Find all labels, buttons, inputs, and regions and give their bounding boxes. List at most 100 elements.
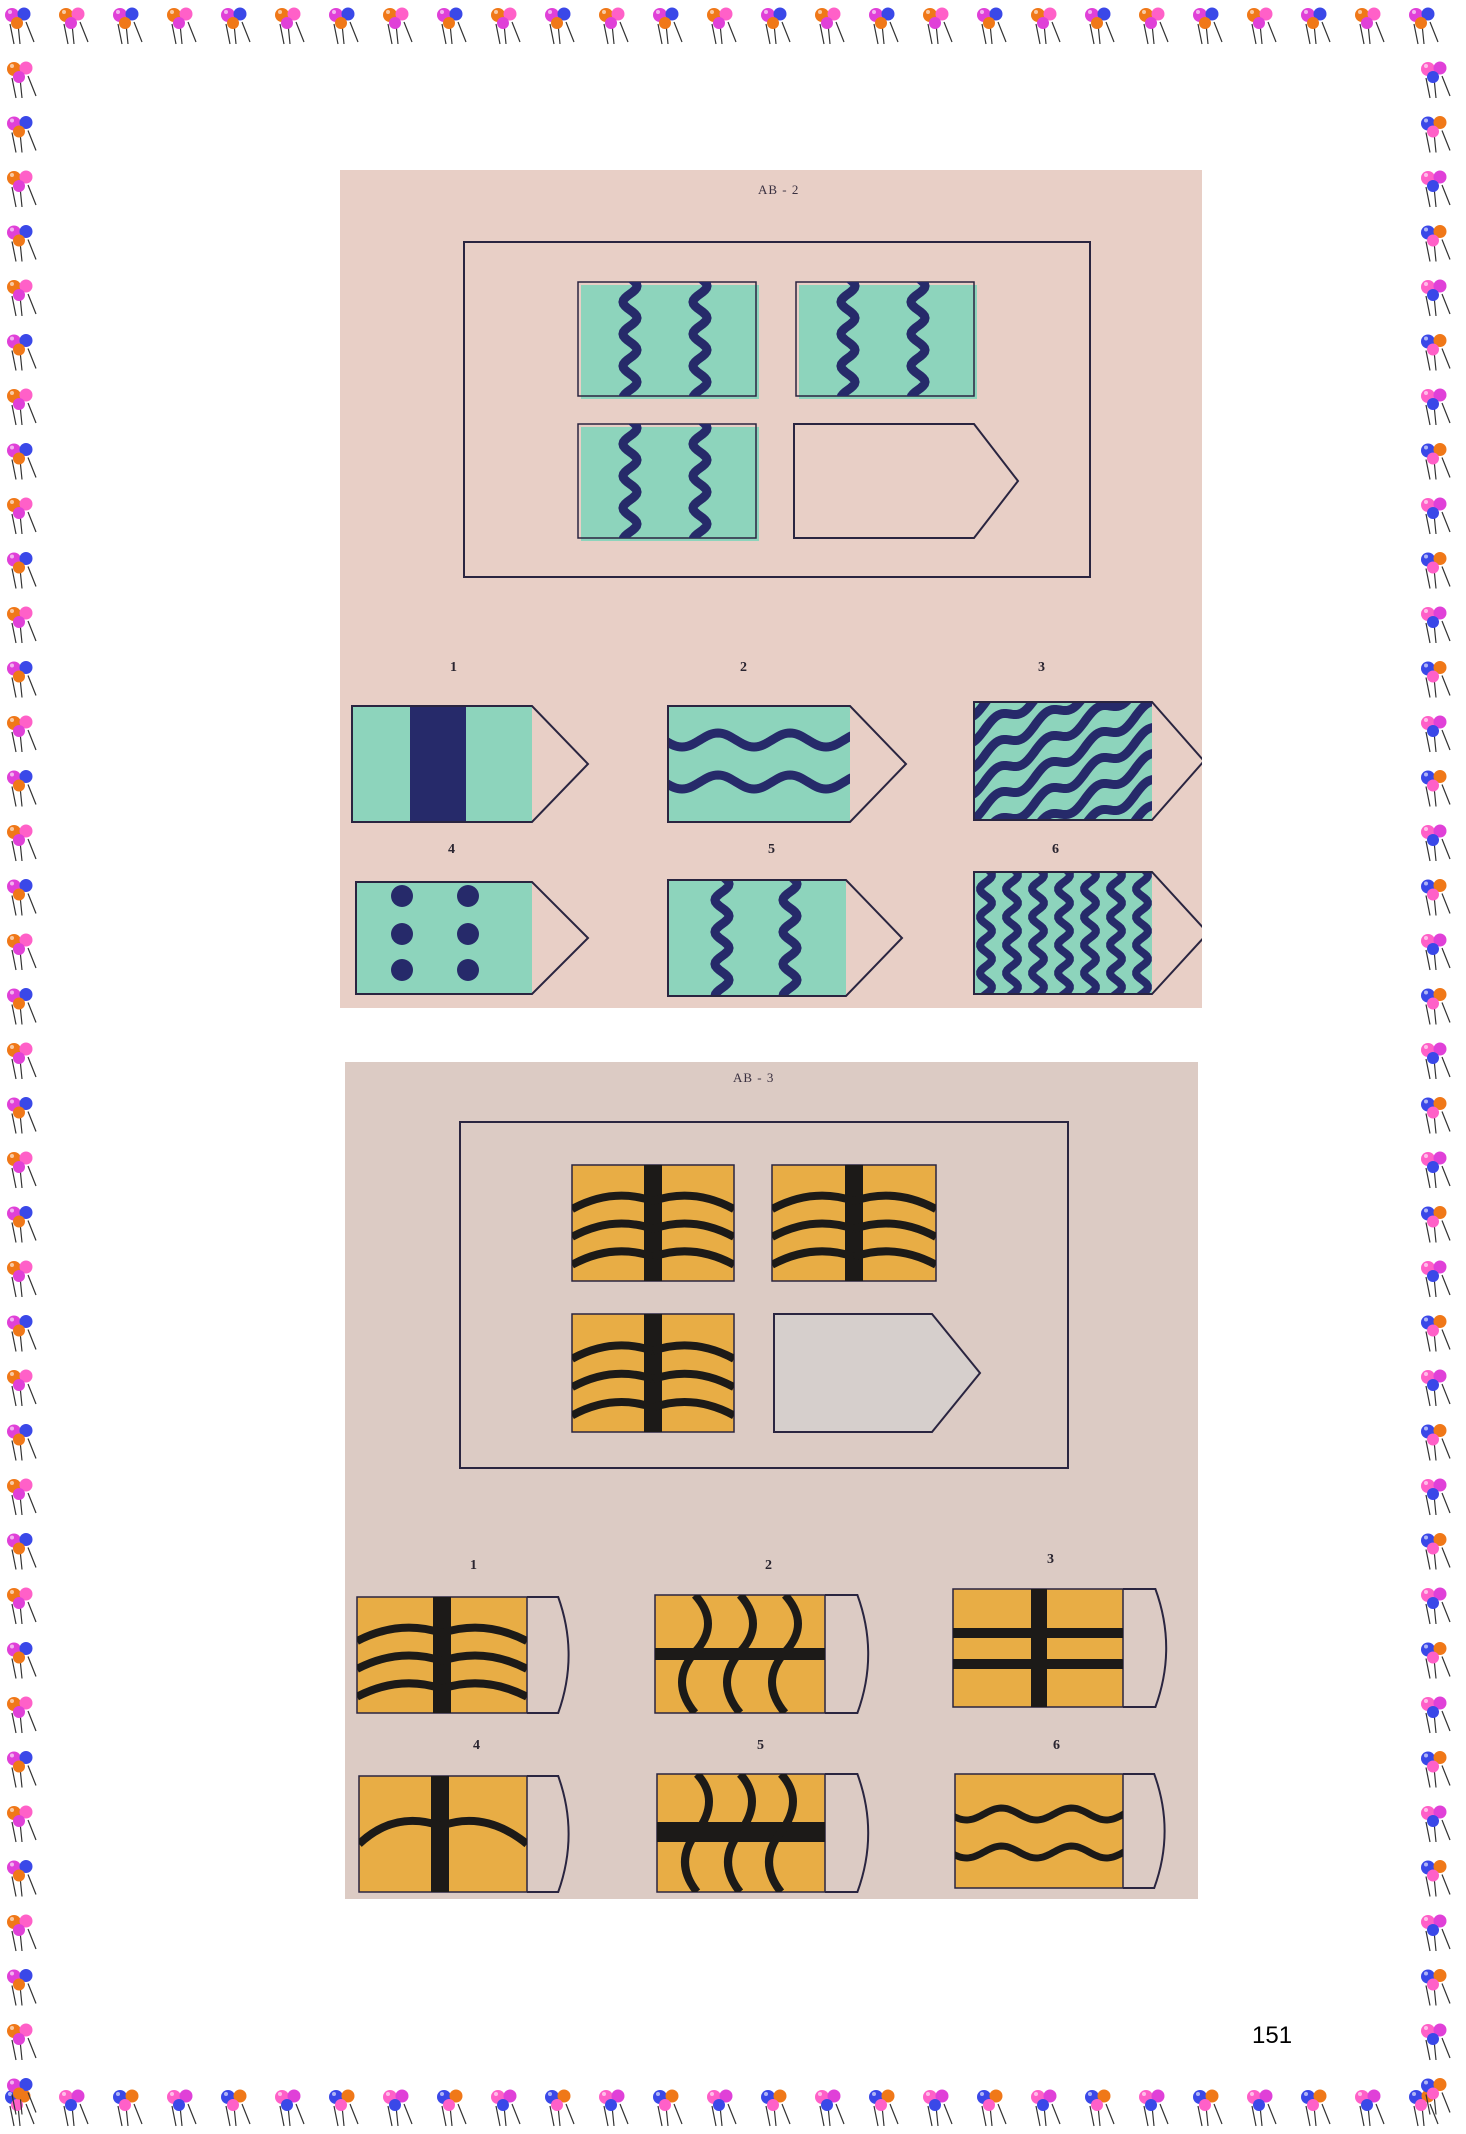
balloon-icon <box>1421 1588 1450 1625</box>
balloon-icon <box>1421 1751 1450 1788</box>
balloon-icon <box>545 8 574 45</box>
balloon-icon <box>869 2090 898 2127</box>
balloon-icon <box>7 879 36 916</box>
balloon-icon <box>1421 171 1450 208</box>
balloon-icon <box>1421 552 1450 589</box>
balloon-icon <box>1421 1370 1450 1407</box>
balloon-icon <box>1421 1642 1450 1679</box>
balloon-icon <box>7 1915 36 1952</box>
balloon-icon <box>1085 8 1114 45</box>
balloon-icon <box>1409 8 1438 45</box>
balloon-icon <box>1421 1097 1450 1134</box>
balloon-icon <box>7 334 36 371</box>
balloon-icon <box>7 934 36 971</box>
balloon-icon <box>275 2090 304 2127</box>
option-label-6: 6 <box>1053 1738 1060 1754</box>
balloon-icon <box>1421 1043 1450 1080</box>
balloon-icon <box>383 8 412 45</box>
balloon-icon <box>1139 8 1168 45</box>
balloon-icon <box>329 2090 358 2127</box>
option-label-5: 5 <box>757 1738 764 1754</box>
balloon-icon <box>1421 389 1450 426</box>
balloon-icon <box>1421 116 1450 153</box>
balloon-icon <box>7 988 36 1025</box>
balloon-icon <box>1421 607 1450 644</box>
balloon-icon <box>7 62 36 99</box>
balloon-icon <box>1421 498 1450 535</box>
balloon-icon <box>7 1588 36 1625</box>
balloon-icon <box>707 2090 736 2127</box>
balloon-icon <box>7 280 36 317</box>
balloon-icon <box>599 8 628 45</box>
option-label-2: 2 <box>740 660 747 676</box>
balloon-icon <box>1421 1479 1450 1516</box>
balloon-icon <box>1421 1697 1450 1734</box>
balloon-icon <box>1355 2090 1384 2127</box>
balloon-icon <box>1421 2024 1450 2061</box>
balloon-icon <box>59 2090 88 2127</box>
option-label-3: 3 <box>1047 1552 1054 1568</box>
balloon-icon <box>707 8 736 45</box>
balloon-icon <box>1031 8 1060 45</box>
balloon-icon <box>1421 280 1450 317</box>
option-label-3: 3 <box>1038 660 1045 676</box>
balloon-icon <box>167 8 196 45</box>
balloon-icon <box>653 8 682 45</box>
balloon-icon <box>1421 988 1450 1025</box>
balloon-icon <box>7 770 36 807</box>
balloon-icon <box>1421 825 1450 862</box>
balloon-icon <box>7 225 36 262</box>
option-label-5: 5 <box>768 842 775 858</box>
balloon-icon <box>1421 934 1450 971</box>
balloon-icon <box>1193 2090 1222 2127</box>
balloon-icon <box>7 1152 36 1189</box>
balloon-icon <box>923 8 952 45</box>
balloon-icon <box>1421 1915 1450 1952</box>
balloon-icon <box>1247 8 1276 45</box>
balloon-icon <box>7 1097 36 1134</box>
option-label-2: 2 <box>765 1558 772 1574</box>
balloon-icon <box>7 1370 36 1407</box>
balloon-icon <box>7 1969 36 2006</box>
balloon-icon <box>1421 716 1450 753</box>
balloon-icon <box>7 825 36 862</box>
balloon-icon <box>7 1206 36 1243</box>
balloon-icon <box>437 2090 466 2127</box>
balloon-icon <box>7 607 36 644</box>
balloon-icon <box>1421 1806 1450 1843</box>
balloon-icon <box>7 116 36 153</box>
puzzle-figure-ab3 <box>345 1062 1198 1899</box>
balloon-icon <box>383 2090 412 2127</box>
balloon-icon <box>815 2090 844 2127</box>
balloon-icon <box>653 2090 682 2127</box>
option-label-4: 4 <box>448 842 455 858</box>
balloon-icon <box>7 1697 36 1734</box>
balloon-icon <box>761 8 790 45</box>
option-label-1: 1 <box>470 1558 477 1574</box>
balloon-icon <box>1355 8 1384 45</box>
balloon-icon <box>5 8 34 45</box>
balloon-icon <box>59 8 88 45</box>
balloon-icon <box>7 1479 36 1516</box>
balloon-icon <box>7 2024 36 2061</box>
balloon-icon <box>1421 1424 1450 1461</box>
balloon-icon <box>761 2090 790 2127</box>
balloon-icon <box>7 443 36 480</box>
plate-title: AB - 2 <box>758 182 799 198</box>
balloon-icon <box>1421 1860 1450 1897</box>
balloon-icon <box>1421 1533 1450 1570</box>
balloon-icon <box>869 8 898 45</box>
balloon-icon <box>1139 2090 1168 2127</box>
balloon-icon <box>7 171 36 208</box>
page-number: 151 <box>1252 2022 1292 2050</box>
balloon-icon <box>113 2090 142 2127</box>
balloon-icon <box>977 2090 1006 2127</box>
balloon-icon <box>491 2090 520 2127</box>
balloon-icon <box>1085 2090 1114 2127</box>
balloon-icon <box>7 1860 36 1897</box>
balloon-icon <box>7 1533 36 1570</box>
balloon-icon <box>815 8 844 45</box>
balloon-icon <box>1421 770 1450 807</box>
balloon-icon <box>1421 1206 1450 1243</box>
balloon-icon <box>113 8 142 45</box>
